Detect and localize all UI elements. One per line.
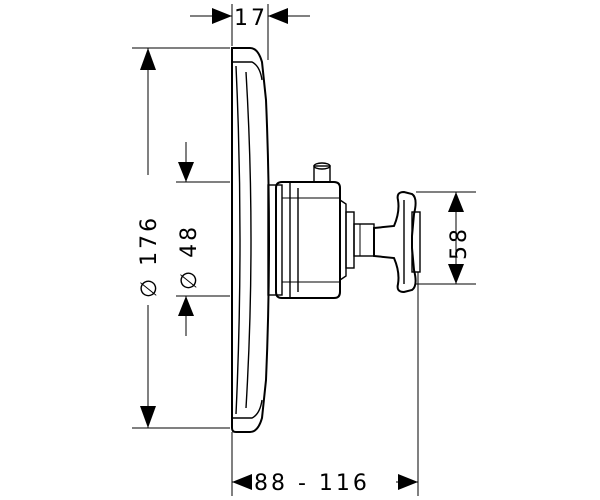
arrow-down-icon bbox=[178, 162, 194, 182]
arrow-right-icon bbox=[398, 474, 418, 490]
arrow-up-icon bbox=[140, 48, 156, 70]
dimension-depth-range: 88 - 116 bbox=[231, 272, 419, 496]
cross-handle bbox=[373, 190, 421, 294]
arrow-down-icon bbox=[448, 264, 464, 284]
arrow-left-icon bbox=[232, 474, 252, 490]
arrow-left-icon bbox=[268, 8, 288, 24]
dimension-label-top-offset: 17 bbox=[234, 6, 268, 31]
dimension-label-hub-diameter: ∅ 48 bbox=[177, 224, 202, 290]
dimension-top-offset: 17 bbox=[190, 4, 310, 60]
arrow-right-icon bbox=[212, 8, 232, 24]
arrow-up-icon bbox=[178, 296, 194, 316]
valve-hub bbox=[267, 162, 375, 299]
escutcheon-plate bbox=[231, 46, 270, 433]
dimension-overall-diameter: ∅ 176 bbox=[132, 47, 230, 429]
arrow-down-icon bbox=[140, 406, 156, 428]
dimension-label-depth-range: 88 - 116 bbox=[254, 471, 370, 496]
dimension-hub-diameter: ∅ 48 bbox=[176, 142, 230, 336]
arrow-up-icon bbox=[448, 192, 464, 212]
dimension-handle-height: 58 bbox=[416, 191, 476, 285]
dimension-label-overall-diameter: ∅ 176 bbox=[137, 215, 162, 298]
dimension-label-handle-height: 58 bbox=[447, 226, 472, 260]
